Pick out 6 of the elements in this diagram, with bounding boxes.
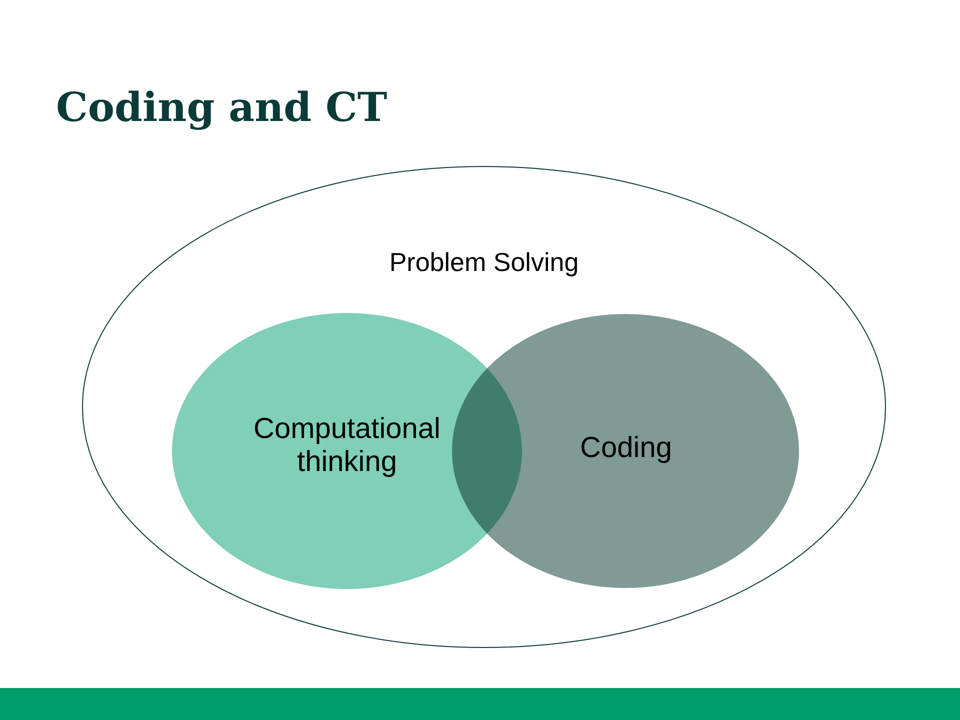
- node-label: Computational thinking: [252, 413, 442, 480]
- slide-title: Coding and CT: [56, 84, 388, 132]
- node-label: Coding: [579, 432, 673, 466]
- outer-ellipse: [82, 166, 886, 648]
- node-label: Problem Solving: [388, 248, 580, 278]
- venn-circle: [451, 313, 800, 589]
